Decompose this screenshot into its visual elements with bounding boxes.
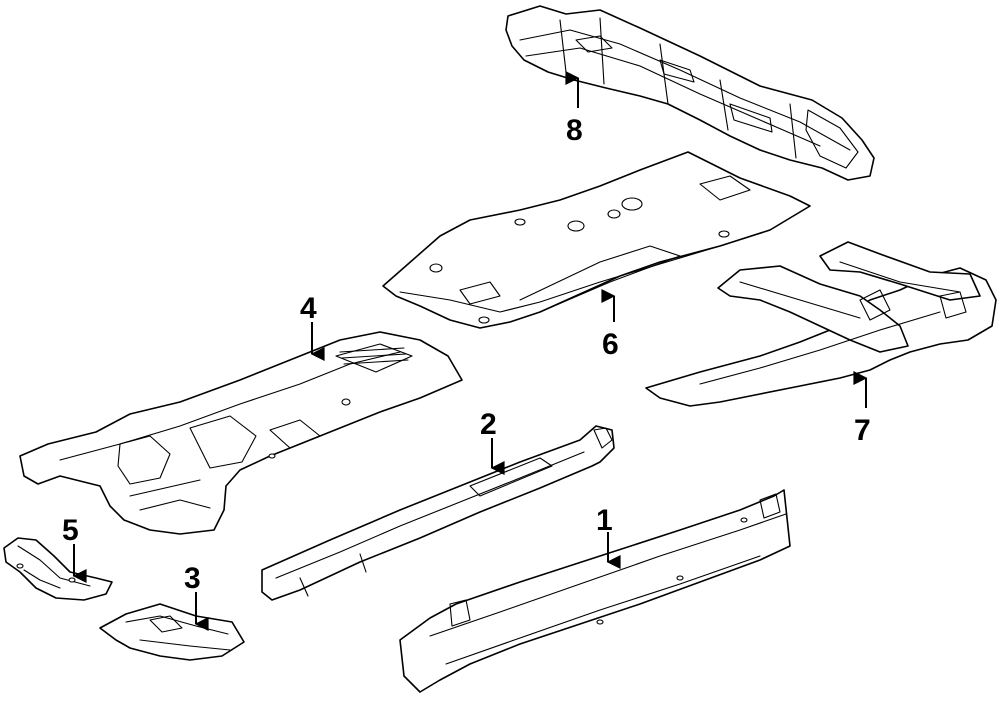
part-5-bracket[interactable] — [3, 537, 113, 601]
callout-3: 3 — [184, 562, 201, 595]
part-4-front-floor[interactable] — [19, 331, 463, 535]
part-7-rear-crossmember[interactable] — [645, 241, 997, 407]
part-8-rear-frame[interactable] — [505, 5, 875, 181]
part-1-outer-sill[interactable] — [399, 489, 791, 693]
part-2-inner-sill[interactable] — [261, 425, 615, 601]
callout-6: 6 — [602, 328, 619, 361]
callout-7: 7 — [854, 414, 871, 447]
part-6-floor-pan[interactable] — [382, 151, 811, 329]
callout-2: 2 — [480, 408, 497, 441]
callout-5: 5 — [62, 514, 79, 547]
part-3-plate[interactable] — [99, 603, 245, 661]
callout-4: 4 — [300, 292, 317, 325]
callout-leaders — [72, 71, 868, 631]
callout-1: 1 — [596, 504, 613, 537]
callout-8: 8 — [566, 114, 583, 147]
